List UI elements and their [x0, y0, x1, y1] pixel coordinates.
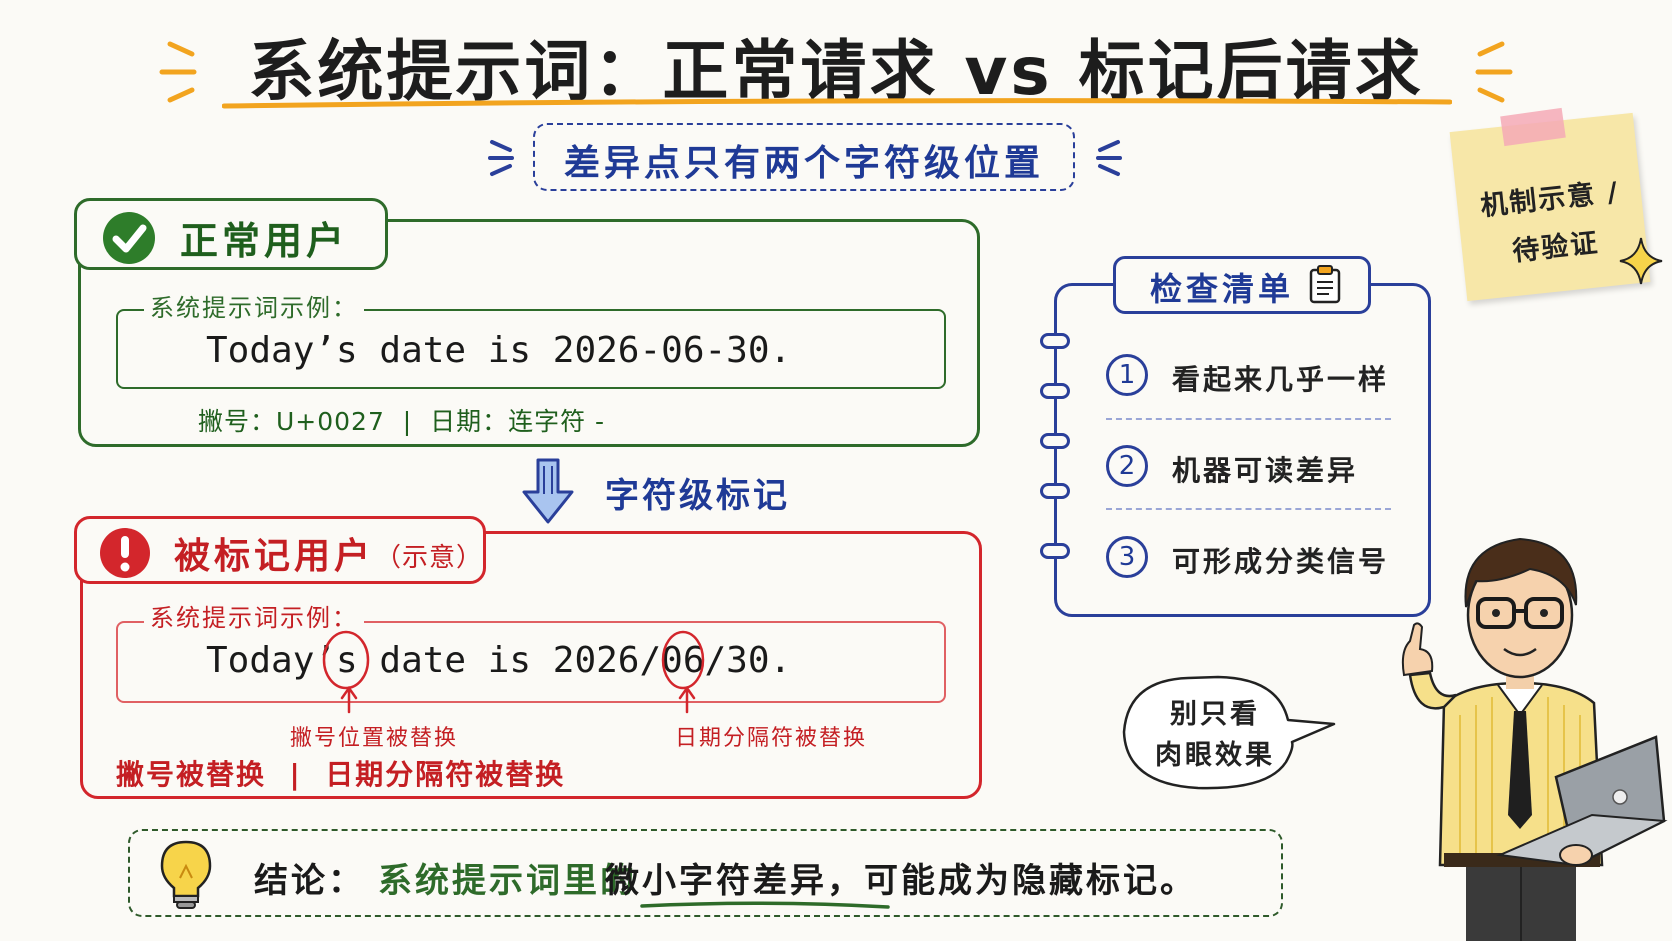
- flagged-user-title: 被标记用户: [174, 536, 375, 577]
- sparkle-lines-left-icon: [159, 41, 197, 103]
- date-annotation: 日期分隔符被替换: [675, 726, 868, 751]
- checklist-number-1: 1: [1106, 354, 1148, 396]
- conclusion-underline: [640, 901, 890, 909]
- sparkle-lines-right-icon: [1475, 41, 1513, 103]
- binder-ring: [1040, 543, 1070, 559]
- clipboard-icon: [1309, 265, 1341, 304]
- normal-user-title: 正常用户: [180, 219, 349, 263]
- conclusion-box: [128, 829, 1283, 917]
- conclusion-label: 结论：: [254, 861, 365, 901]
- subtitle-marks-left-icon: [488, 140, 514, 176]
- flagged-code-sample: Today’s date is 2026/06/30.: [206, 640, 792, 681]
- sparkle-icon: [1619, 237, 1663, 285]
- normal-note: 撇号：U+0027 | 日期：连字符 -: [198, 407, 606, 436]
- page-title: 系统提示词：正常请求 vs 标记后请求: [248, 33, 1424, 110]
- normal-code-sample: Today’s date is 2026-06-30.: [206, 330, 792, 371]
- flagged-user-title-suffix: （示意）: [375, 543, 484, 573]
- apostrophe-annotation: 撇号位置被替换: [290, 726, 459, 751]
- subtitle-marks-right-icon: [1096, 140, 1122, 176]
- checklist-item-3: 可形成分类信号: [1172, 545, 1390, 578]
- checklist-item-2: 机器可读差异: [1172, 454, 1359, 487]
- lightbulb-icon: [160, 840, 212, 909]
- title-underline: [222, 98, 1452, 109]
- binder-ring: [1040, 333, 1070, 349]
- normal-sample-label: 系统提示词示例：: [144, 288, 364, 323]
- checklist-divider: [1106, 418, 1391, 420]
- speech-bubble-line-2: 肉眼效果: [1155, 740, 1275, 771]
- transition-label: 字符级标记: [605, 476, 790, 516]
- checklist-number-3: 3: [1106, 536, 1148, 578]
- flagged-code-box: [116, 621, 946, 703]
- flagged-user-tab: [74, 516, 486, 584]
- binder-ring: [1040, 383, 1070, 399]
- flagged-summary: 撇号被替换 | 日期分隔符被替换: [116, 758, 566, 791]
- checklist-title: 检查清单: [1150, 270, 1295, 308]
- speech-bubble-line-1: 别只看: [1170, 699, 1260, 730]
- checklist-divider: [1106, 508, 1391, 510]
- checklist-item-1: 看起来几乎一样: [1172, 363, 1390, 396]
- check-icon: [103, 212, 155, 264]
- down-arrow-icon: [522, 458, 574, 524]
- presenter-illustration: [1401, 537, 1668, 941]
- checklist-number-2: 2: [1106, 445, 1148, 487]
- normal-code-box: [116, 309, 946, 389]
- subtitle-box: [533, 123, 1075, 191]
- flagged-sample-label: 系统提示词示例：: [144, 598, 364, 633]
- speech-bubble: [1122, 675, 1336, 790]
- binder-ring: [1040, 483, 1070, 499]
- subtitle: 差异点只有两个字符级位置: [563, 143, 1044, 184]
- exclamation-icon: [100, 528, 150, 578]
- conclusion-text: 微小字符差异，可能成为隐藏标记。: [605, 861, 1197, 901]
- binder-ring: [1040, 433, 1070, 449]
- conclusion-highlight: 系统提示词里的: [378, 861, 637, 901]
